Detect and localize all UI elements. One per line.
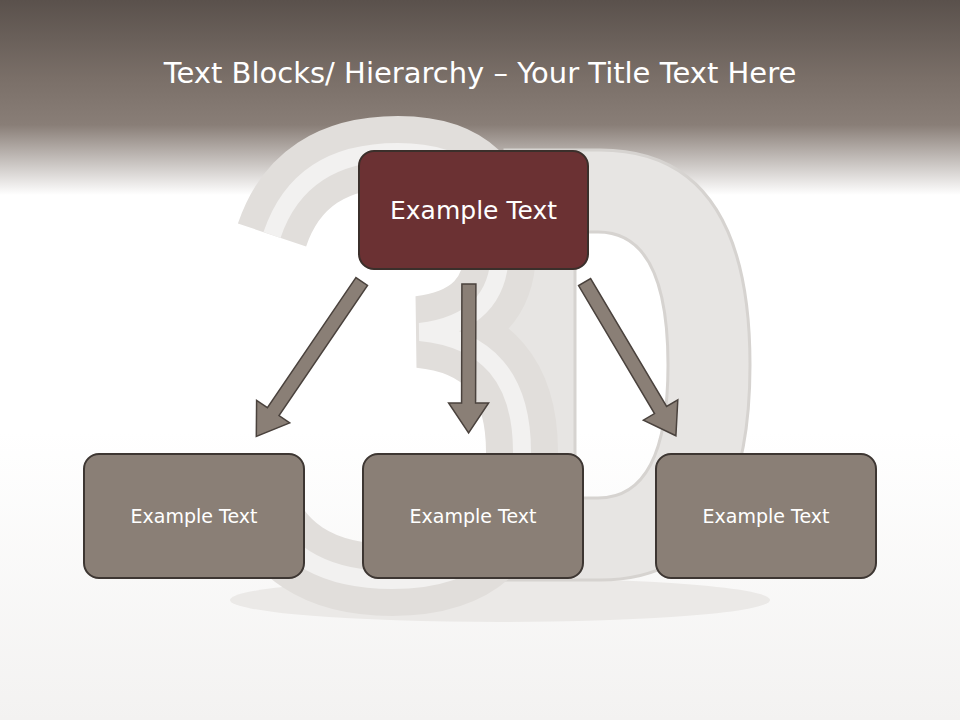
box-text: Example Text <box>410 505 537 527</box>
child-box: Example Text <box>83 453 305 579</box>
block-arrow <box>579 279 678 436</box>
child-box: Example Text <box>655 453 877 579</box>
parent-box: Example Text <box>358 150 589 270</box>
child-box: Example Text <box>362 453 584 579</box>
block-arrow <box>256 278 367 437</box>
box-text: Example Text <box>703 505 830 527</box>
box-text: Example Text <box>390 196 557 225</box>
slide-title: Text Blocks/ Hierarchy – Your Title Text… <box>10 56 950 90</box>
box-text: Example Text <box>131 505 258 527</box>
block-arrow <box>449 284 489 433</box>
